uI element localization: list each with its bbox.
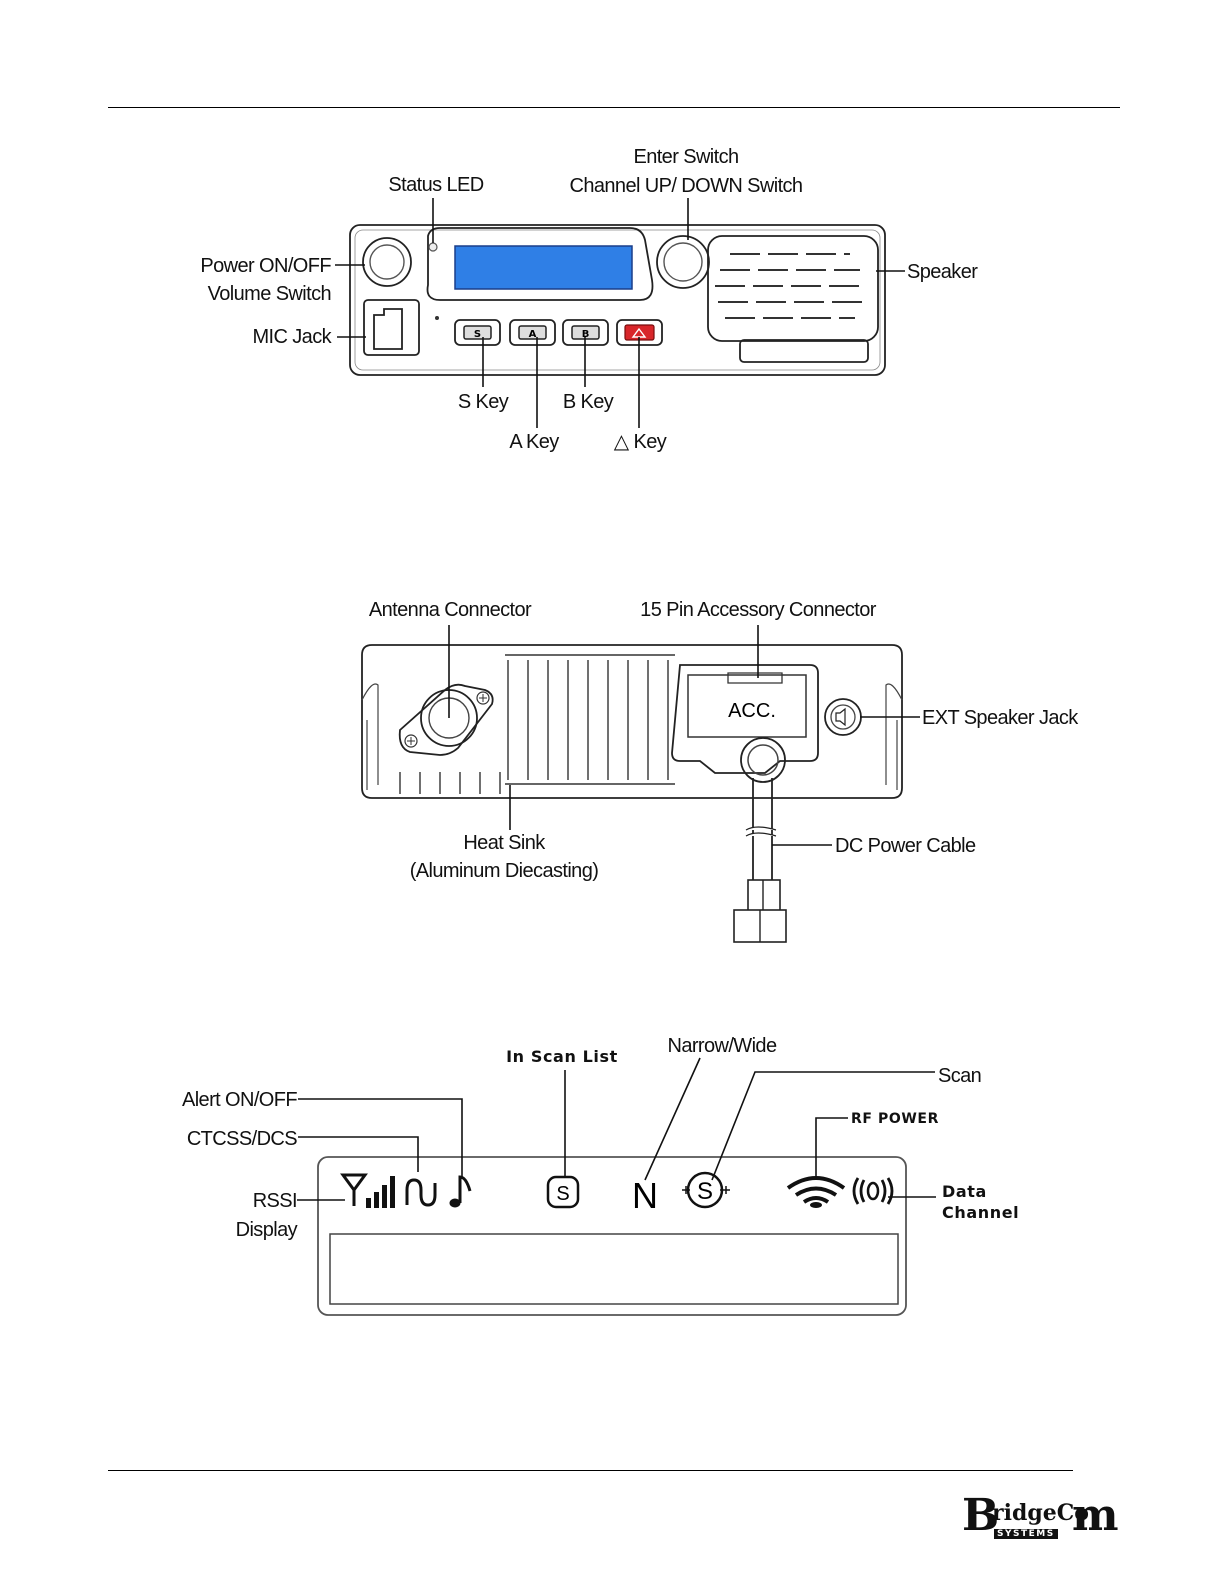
status-led-label: Status LED bbox=[388, 174, 483, 196]
logo-ridgeco: ridgeCo bbox=[992, 1500, 1089, 1526]
antenna-label: Antenna Connector bbox=[369, 599, 532, 621]
heat-sink-label-line2: (Aluminum Diecasting) bbox=[410, 860, 599, 882]
lcd-screen bbox=[454, 245, 633, 290]
channel-knob bbox=[656, 235, 710, 289]
lcd-bezel bbox=[426, 227, 654, 301]
rear-leader-lines bbox=[448, 625, 920, 846]
bridgecom-logo: B ridgeCo m SYSTEMS bbox=[962, 1488, 1119, 1558]
channel-switch-label: Channel UP/ DOWN Switch bbox=[570, 175, 803, 197]
dc-power-cable bbox=[733, 737, 787, 943]
data-channel-label-line1: Data bbox=[942, 1182, 987, 1201]
speaker-label: Speaker bbox=[907, 261, 978, 283]
alert-note-icon bbox=[449, 1175, 472, 1208]
antenna-connector bbox=[398, 683, 494, 756]
data-channel-label-line2: Channel bbox=[942, 1203, 1019, 1222]
key-a-cap: A bbox=[529, 329, 537, 340]
accessory-connector: ACC. bbox=[671, 664, 819, 774]
mic-jack bbox=[363, 299, 420, 356]
key-b-cap: B bbox=[582, 329, 590, 340]
rf-power-label: RF POWER bbox=[851, 1111, 939, 1127]
alert-label: Alert ON/OFF bbox=[182, 1089, 297, 1111]
heat-sink-fins bbox=[399, 654, 675, 794]
rear-panel-diagram: ACC. Antenna Connector 15 Pin Accesso bbox=[361, 599, 1080, 943]
scan-s: S bbox=[697, 1178, 713, 1205]
narrow-wide-icon: N bbox=[632, 1175, 658, 1216]
ctcss-icon bbox=[405, 1178, 437, 1207]
display-leader-lines bbox=[297, 1057, 936, 1201]
logo-b: B bbox=[962, 1490, 1000, 1541]
in-scan-list-label: In Scan List bbox=[506, 1047, 618, 1066]
speaker-grille bbox=[707, 235, 879, 363]
enter-switch-label: Enter Switch bbox=[633, 146, 738, 168]
a-key-label: A Key bbox=[509, 431, 559, 453]
front-panel-diagram: S A B Status LED Enter Switch Channel UP… bbox=[200, 146, 978, 453]
acc-label: ACC. bbox=[728, 700, 776, 722]
narrow-wide-label: Narrow/Wide bbox=[668, 1035, 777, 1057]
rssi-icon bbox=[340, 1173, 395, 1208]
logo-m: m bbox=[1072, 1490, 1119, 1541]
s-key-label: S Key bbox=[458, 391, 509, 413]
rssi-label-line1: RSSI bbox=[253, 1190, 297, 1212]
header-rule bbox=[108, 107, 1120, 108]
power-label-line2: Volume Switch bbox=[208, 283, 331, 305]
heat-sink-label-line1: Heat Sink bbox=[463, 832, 546, 854]
power-label-line1: Power ON/OFF bbox=[200, 255, 331, 277]
display-diagram: S N S bbox=[182, 1035, 1019, 1316]
power-volume-knob bbox=[362, 237, 412, 287]
footer-rule bbox=[108, 1470, 1073, 1471]
scan-label: Scan bbox=[938, 1065, 981, 1087]
rssi-label-line2: Display bbox=[236, 1219, 298, 1241]
in-scan-list-icon: S bbox=[546, 1175, 580, 1209]
logo-systems: SYSTEMS bbox=[994, 1529, 1058, 1539]
front-keys: S A B bbox=[454, 319, 663, 346]
dc-cable-label: DC Power Cable bbox=[835, 835, 976, 857]
key-s-cap: S bbox=[474, 329, 481, 340]
data-channel-icon bbox=[852, 1177, 894, 1205]
scan-icon: S bbox=[682, 1171, 730, 1209]
mic-jack-label: MIC Jack bbox=[252, 326, 332, 348]
ext-speaker-label: EXT Speaker Jack bbox=[922, 707, 1079, 729]
ctcss-label: CTCSS/DCS bbox=[187, 1128, 297, 1150]
ext-speaker-jack bbox=[824, 698, 862, 736]
front-leader-lines bbox=[335, 198, 905, 428]
rf-power-icon bbox=[786, 1176, 846, 1208]
in-scan-list-s: S bbox=[556, 1183, 569, 1205]
triangle-key-label: △ Key bbox=[614, 431, 667, 453]
b-key-label: B Key bbox=[563, 391, 614, 413]
status-led bbox=[428, 242, 438, 252]
accessory-label: 15 Pin Accessory Connector bbox=[640, 599, 877, 621]
